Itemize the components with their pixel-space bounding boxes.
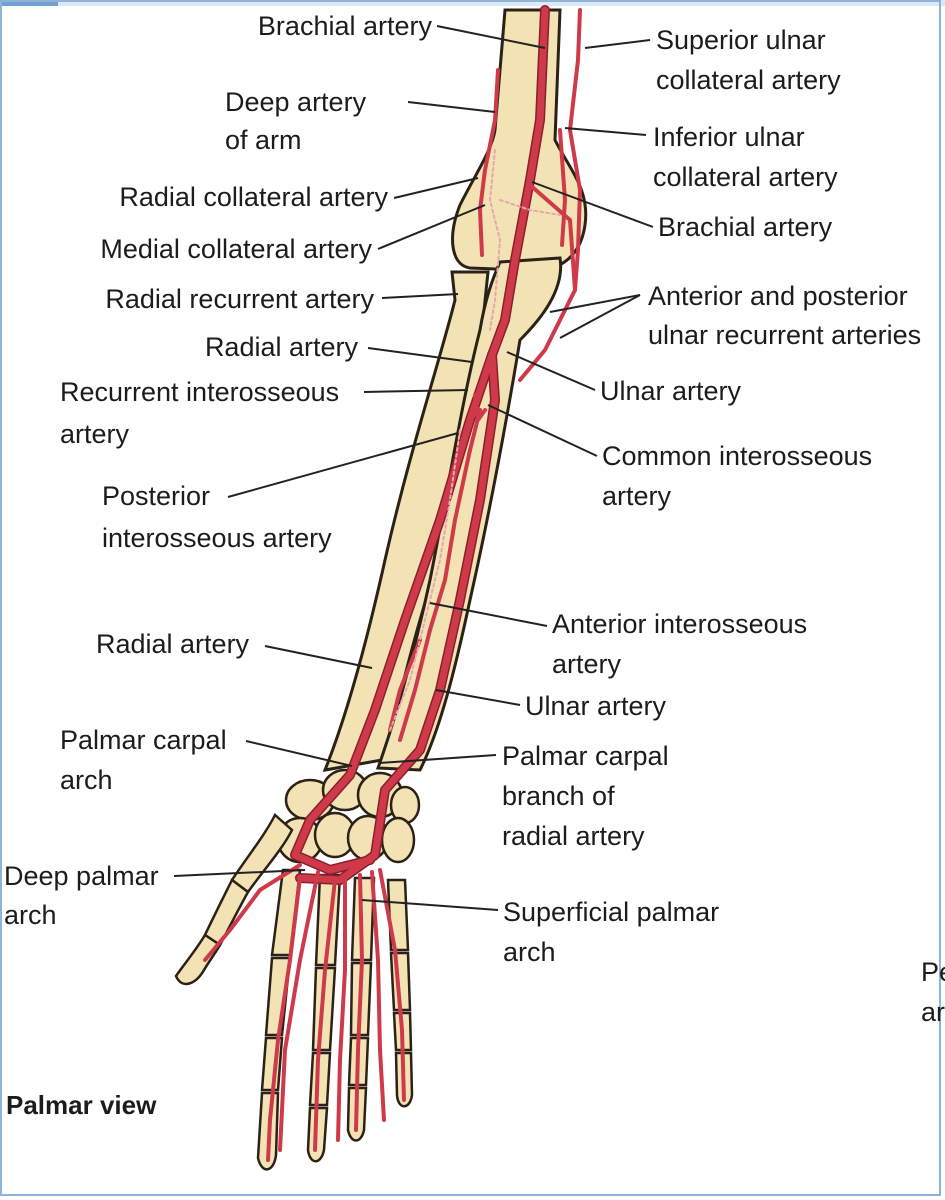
label-brachial-artery-top: Brachial artery: [257, 11, 432, 41]
label-ulnar-recurrent-line2: ulnar recurrent arteries: [648, 320, 922, 350]
label-posterior-interosseous-line2: interosseous artery: [102, 523, 332, 553]
label-radial-collateral-artery: Radial collateral artery: [119, 182, 388, 212]
ulna-bone: [375, 256, 563, 772]
label-brachial-artery-right: Brachial artery: [658, 212, 833, 242]
label-radial-artery-lower: Radial artery: [96, 629, 250, 659]
label-common-interosseous-line2: artery: [602, 481, 672, 511]
label-cutoff-line2: ar: [921, 997, 945, 1027]
label-ulnar-artery-upper: Ulnar artery: [600, 376, 742, 406]
label-deep-artery-of-arm-line2: of arm: [225, 125, 302, 155]
label-palmar-view: Palmar view: [6, 1090, 157, 1120]
label-ulnar-recurrent-line1: Anterior and posterior: [648, 281, 908, 311]
brachial-artery-path: [488, 6, 549, 359]
label-radial-artery-upper: Radial artery: [204, 332, 358, 362]
label-radial-recurrent-artery: Radial recurrent artery: [105, 284, 374, 314]
label-deep-artery-of-arm-line1: Deep artery: [225, 87, 367, 117]
ulnar-artery-path: [296, 351, 499, 884]
label-ulnar-artery-lower: Ulnar artery: [525, 691, 667, 721]
window-top-strip: [0, 0, 945, 6]
artery-network: [203, 5, 582, 1162]
label-palmar-carpal-arch-line1: Palmar carpal: [60, 725, 227, 755]
label-superior-ulnar-collateral-line1: Superior ulnar: [656, 25, 826, 55]
label-recurrent-interosseous-line1: Recurrent interosseous: [60, 377, 340, 407]
label-medial-collateral-artery: Medial collateral artery: [100, 234, 372, 264]
label-cutoff-line1: Pe: [921, 957, 945, 987]
label-palmar-carpal-branch-line2: branch of: [502, 781, 615, 811]
label-palmar-carpal-branch-line1: Palmar carpal: [502, 741, 669, 771]
leader-lines: [173, 25, 654, 911]
radial-artery-path: [291, 351, 496, 874]
label-anterior-interosseous-line2: artery: [552, 649, 622, 679]
label-deep-palmar-arch-line1: Deep palmar: [4, 861, 159, 891]
label-deep-palmar-arch-line2: arch: [4, 900, 57, 930]
label-anterior-interosseous-line1: Anterior interosseous: [552, 609, 808, 639]
label-common-interosseous-line1: Common interosseous: [602, 441, 873, 471]
window-tab-indicator: [0, 0, 58, 6]
label-recurrent-interosseous-line2: artery: [60, 419, 130, 449]
label-superficial-palmar-arch-line2: arch: [503, 937, 556, 967]
label-superficial-palmar-arch-line1: Superficial palmar: [503, 897, 720, 927]
label-palmar-carpal-arch-line2: arch: [60, 765, 113, 795]
label-superior-ulnar-collateral-line2: collateral artery: [656, 65, 841, 95]
label-inferior-ulnar-collateral-line2: collateral artery: [653, 162, 838, 192]
label-palmar-carpal-branch-line3: radial artery: [502, 821, 645, 851]
label-inferior-ulnar-collateral-line1: Inferior ulnar: [653, 122, 805, 152]
label-posterior-interosseous-line1: Posterior: [102, 481, 211, 511]
